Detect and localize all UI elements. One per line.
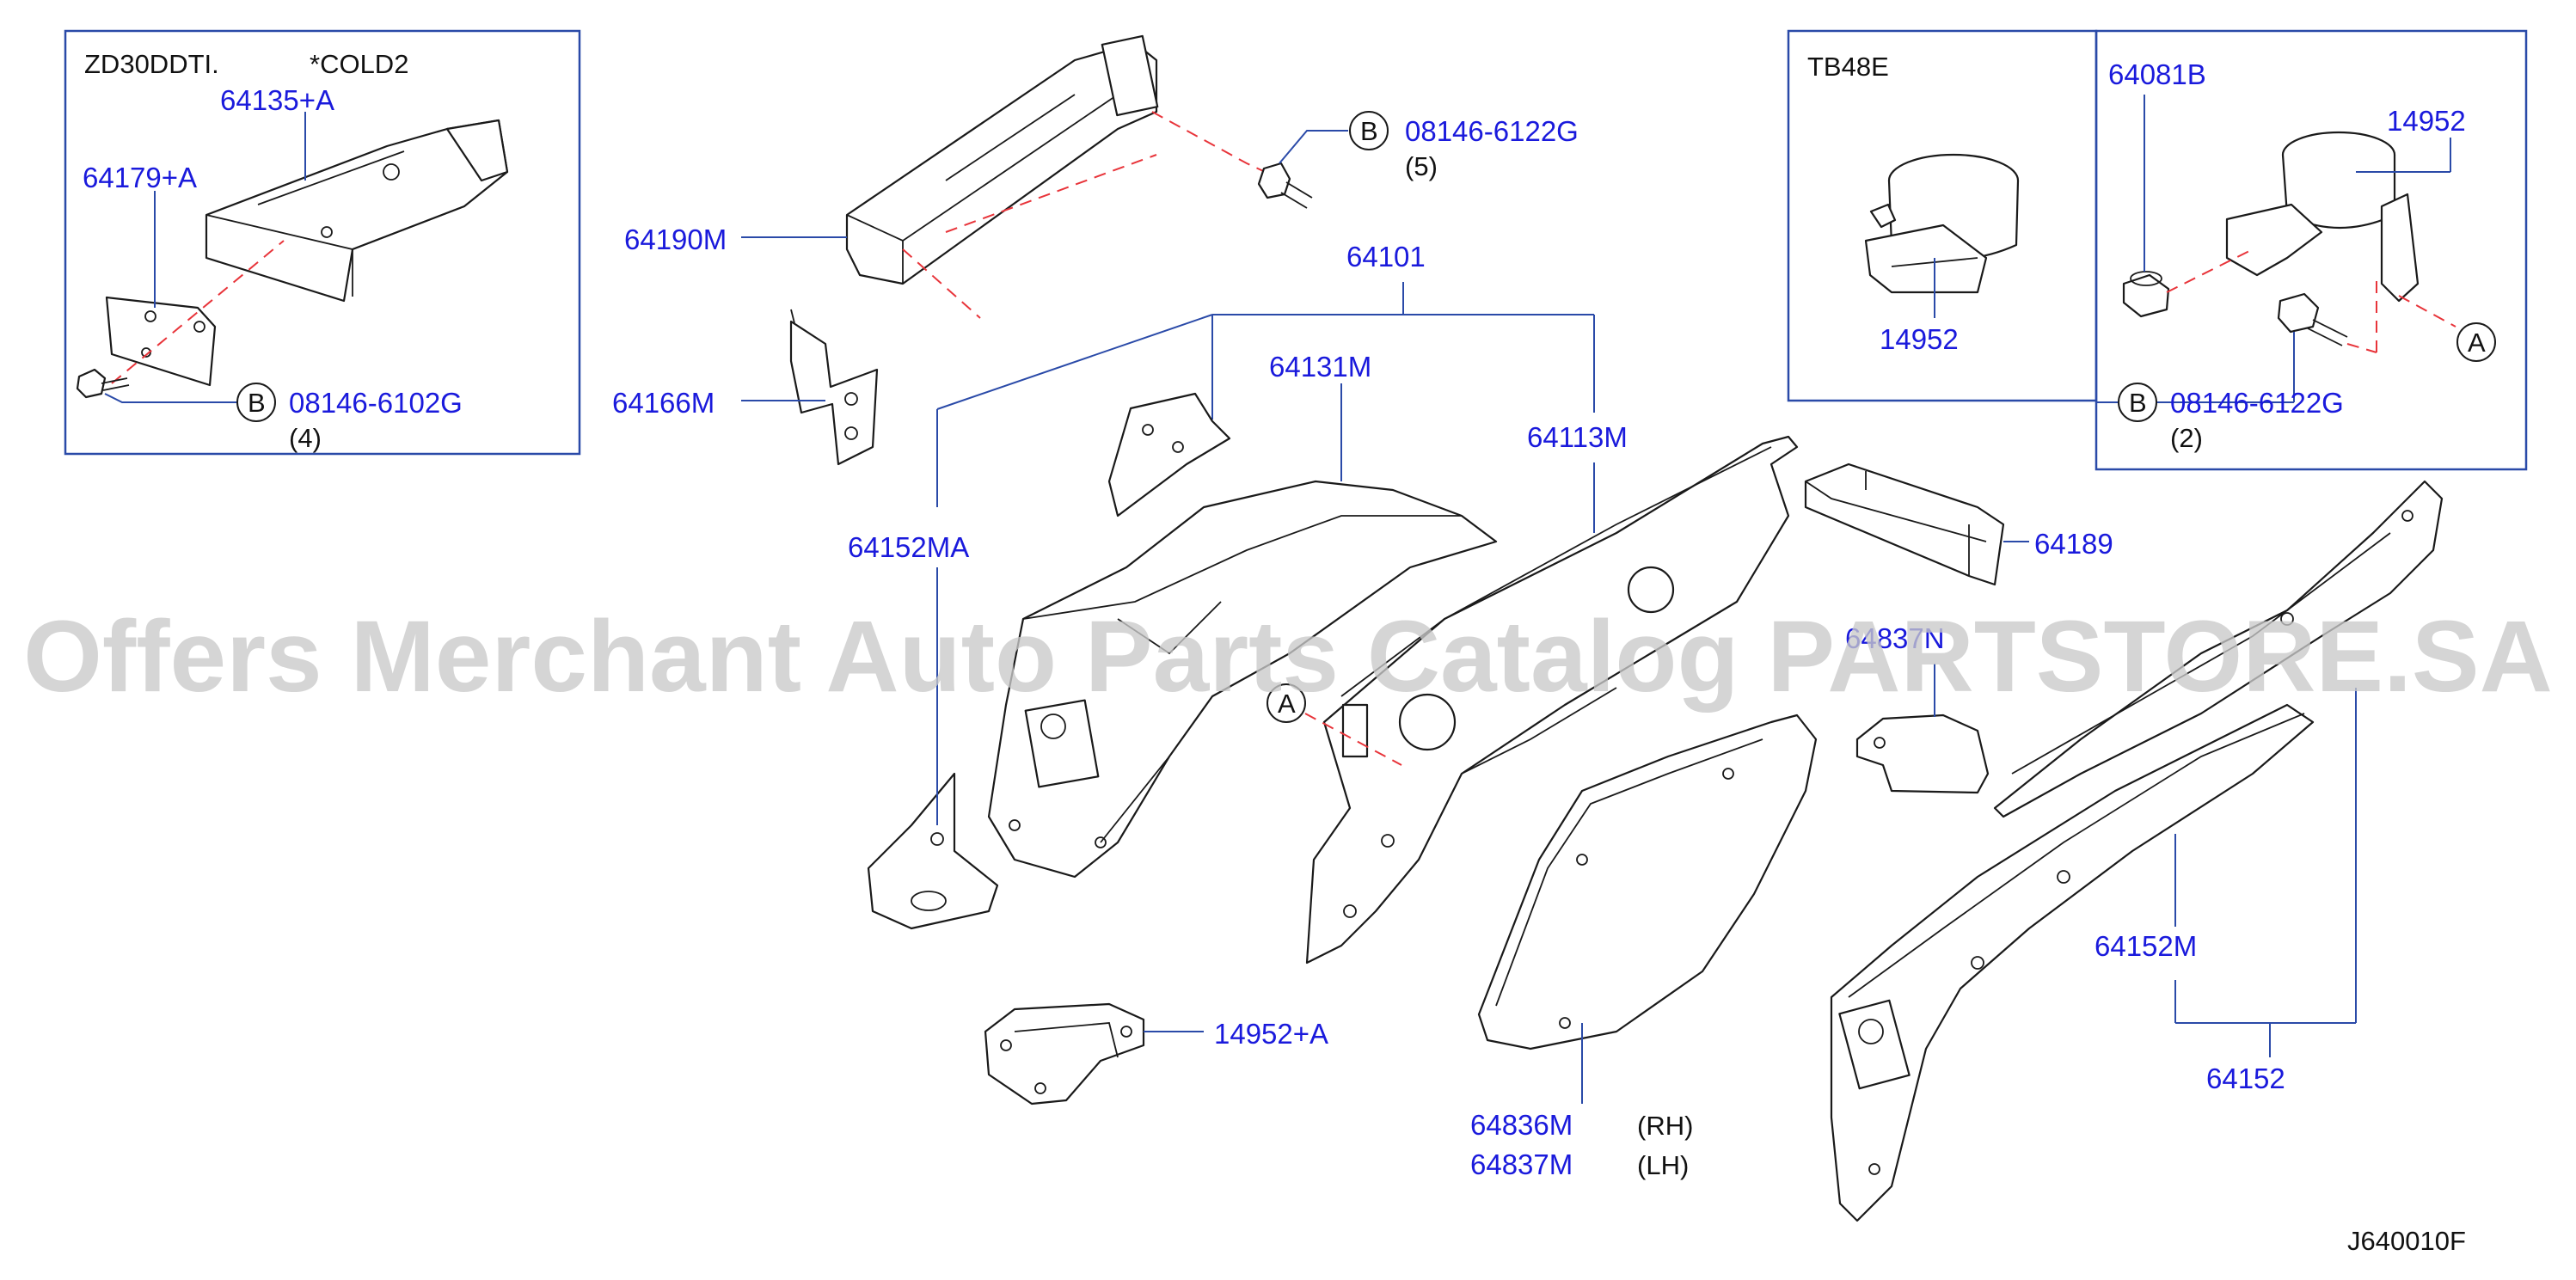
watermark: Offers Merchant Auto Parts Catalog PARTS… bbox=[23, 600, 2553, 713]
part-drawing-64131m-bracket bbox=[1107, 392, 1231, 518]
part-drawing-64189 bbox=[1804, 462, 2005, 586]
part-label-64837n[interactable]: 64837N bbox=[1845, 622, 1945, 654]
ref-circle-a-tb48e bbox=[2456, 322, 2496, 362]
bolt-icon-main bbox=[1257, 162, 1313, 209]
part-label-64837m[interactable]: 64837M bbox=[1470, 1148, 1573, 1180]
part-drawing-64166m bbox=[789, 309, 879, 466]
ref-circle-b-main bbox=[1349, 111, 1389, 150]
inset-tb48e: TB48E 14952 14952 64081B bbox=[1787, 29, 2528, 471]
part-label-14952a[interactable]: 14952+A bbox=[1214, 1018, 1328, 1050]
ref-label-a-tb48e: A bbox=[2468, 328, 2486, 358]
spec-label-cold2: *COLD2 bbox=[310, 49, 408, 79]
part-label-08146-6122g-tb48e[interactable]: 08146-6122G bbox=[2170, 387, 2344, 419]
part-drawing-14952-inset-left bbox=[1864, 153, 2020, 294]
side-label-rh: (RH) bbox=[1637, 1111, 1693, 1141]
part-drawing-14952-inset-right bbox=[2225, 131, 2420, 303]
ref-label-b-left: B bbox=[248, 388, 266, 418]
assembly-dash-64190m-c bbox=[1151, 111, 1273, 176]
assembly-dash-64081b bbox=[2166, 248, 2254, 293]
leader-bolt-main bbox=[1279, 130, 1348, 164]
assembly-dash-64190m-b bbox=[945, 154, 1157, 233]
ref-label-b-tb48e: B bbox=[2129, 388, 2147, 418]
part-drawing-64837n bbox=[1855, 713, 1990, 794]
part-label-64131m[interactable]: 64131M bbox=[1269, 351, 1371, 383]
part-drawing-64152-upper bbox=[1993, 480, 2444, 818]
inset-zd30ddti: ZD30DDTI. *COLD2 64135+A 64179+A bbox=[64, 29, 581, 456]
engine-label-zd30ddti: ZD30DDTI. bbox=[84, 49, 219, 79]
diagram-code: J640010F bbox=[2347, 1226, 2466, 1256]
inset-frame-tb48e-detail bbox=[2095, 29, 2528, 471]
ref-circle-b-tb48e bbox=[2118, 383, 2157, 422]
part-label-64135a[interactable]: 64135+A bbox=[220, 84, 334, 116]
part-label-14952-inset-right[interactable]: 14952 bbox=[2387, 105, 2466, 137]
part-label-64113m[interactable]: 64113M bbox=[1527, 421, 1628, 453]
assembly-dash-bolt-tb48e bbox=[2346, 343, 2377, 353]
part-label-64190m[interactable]: 64190M bbox=[624, 224, 727, 255]
bracket-64101-left bbox=[936, 314, 1213, 410]
assembly-dash-a-tb48e bbox=[2398, 295, 2456, 328]
qty-label-5: (5) bbox=[1405, 151, 1438, 181]
part-label-64152[interactable]: 64152 bbox=[2206, 1063, 2285, 1094]
part-drawing-64190m bbox=[845, 34, 1159, 285]
ref-circle-a-main bbox=[1267, 683, 1306, 723]
part-label-64166m[interactable]: 64166M bbox=[612, 387, 715, 419]
part-label-64152m[interactable]: 64152M bbox=[2095, 930, 2197, 962]
bolt-icon-left bbox=[76, 368, 130, 399]
ref-label-b-main: B bbox=[1360, 116, 1378, 146]
part-label-64189[interactable]: 64189 bbox=[2034, 528, 2113, 560]
part-label-64081b[interactable]: 64081B bbox=[2108, 58, 2206, 90]
side-label-lh: (LH) bbox=[1637, 1150, 1689, 1180]
part-label-64836m[interactable]: 64836M bbox=[1470, 1109, 1573, 1141]
main-diagram: 64190M B 08146-6122G (5) 64101 64166M bbox=[612, 34, 2444, 1222]
nut-icon-64081b bbox=[2122, 271, 2170, 318]
part-label-08146-6122g-main[interactable]: 08146-6122G bbox=[1405, 115, 1579, 147]
ref-circle-b-left bbox=[236, 383, 276, 422]
part-drawing-64836m bbox=[1477, 713, 1818, 1050]
part-label-64179a[interactable]: 64179+A bbox=[83, 162, 197, 193]
assembly-dash-left bbox=[111, 240, 285, 384]
part-label-64101[interactable]: 64101 bbox=[1346, 241, 1426, 273]
part-drawing-64179a bbox=[105, 296, 217, 387]
bolt-icon-tb48e bbox=[2277, 292, 2348, 346]
part-label-64152ma[interactable]: 64152MA bbox=[848, 531, 969, 563]
part-label-08146-6102g[interactable]: 08146-6102G bbox=[289, 387, 463, 419]
part-drawing-64131m bbox=[987, 480, 1498, 879]
assembly-dash-a-main bbox=[1304, 713, 1402, 766]
engine-label-tb48e: TB48E bbox=[1807, 52, 1889, 82]
part-drawing-64135a bbox=[205, 119, 509, 303]
ref-label-a-main: A bbox=[1278, 689, 1296, 719]
assembly-dash-64190m-a bbox=[902, 248, 981, 319]
part-drawing-64152m bbox=[1830, 703, 2315, 1222]
part-drawing-64113m bbox=[1305, 435, 1799, 965]
qty-label-2: (2) bbox=[2170, 423, 2203, 453]
part-label-14952-inset-left[interactable]: 14952 bbox=[1880, 323, 1959, 355]
part-drawing-64152ma bbox=[867, 772, 999, 930]
part-drawing-14952a bbox=[984, 1002, 1145, 1105]
leader-bolt-left bbox=[104, 393, 236, 403]
qty-label-4: (4) bbox=[289, 423, 322, 453]
inset-frame-left bbox=[64, 29, 581, 456]
